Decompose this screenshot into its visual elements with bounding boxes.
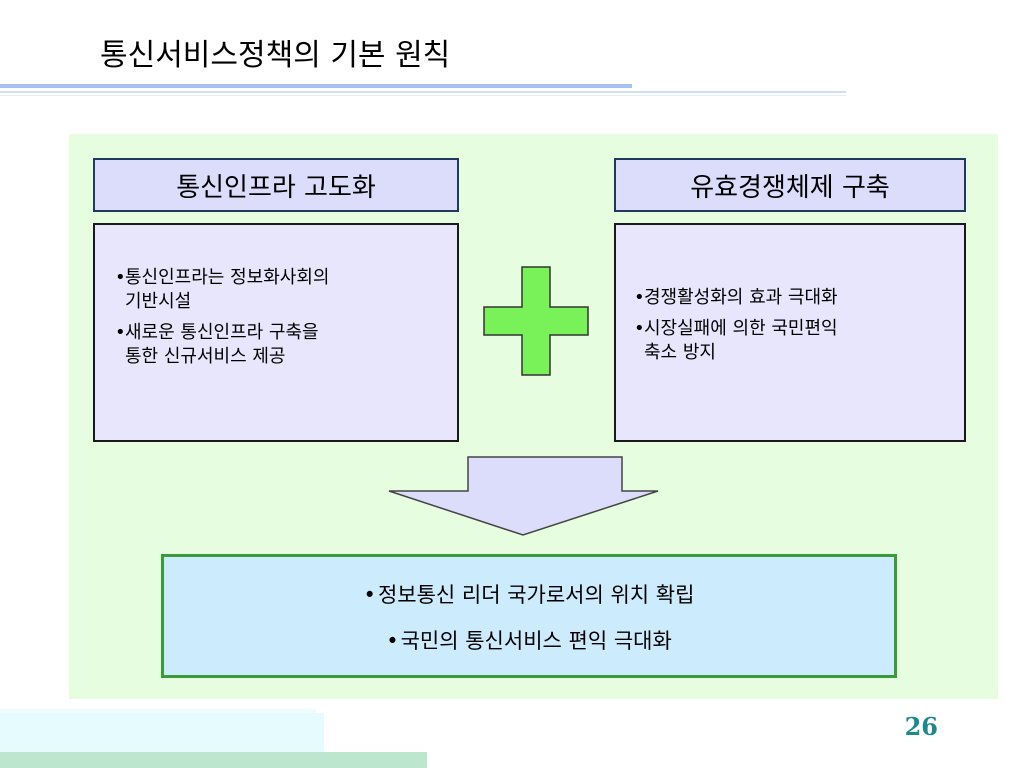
result-bullet-1-text: 정보통신 리더 국가로서의 위치 확립: [377, 583, 695, 607]
footer-band-bottom: [0, 752, 427, 768]
footer-band-middle: [0, 713, 324, 752]
left-heading-box: 통신인프라 고도화: [93, 158, 459, 212]
result-bullet-2: •국민의 통신서비스 편익 극대화: [386, 629, 672, 653]
left-bullet-2-line2: 통한 신규서비스 제공: [125, 346, 286, 367]
right-bullet-2-line1: 시장실패에 의한 국민편익: [644, 318, 838, 339]
left-bullet-1-line2: 기반시설: [125, 291, 192, 312]
page-number: 26: [904, 712, 938, 741]
slide-title: 통신서비스정책의 기본 원칙: [100, 38, 451, 73]
right-heading: 유효경쟁체제 구축: [690, 172, 890, 203]
result-bullet-1: •정보통신 리더 국가로서의 위치 확립: [363, 583, 695, 607]
left-bullet-2: 새로운 통신인프라 구축을 통한 신규서비스 제공: [115, 321, 447, 369]
arrow-down-icon: [388, 456, 659, 536]
left-bullet-2-line1: 새로운 통신인프라 구축을: [125, 322, 319, 343]
footer-band-top: [0, 709, 316, 713]
title-underline-faint: [0, 95, 846, 96]
right-bullet-1: 경쟁활성화의 효과 극대화: [634, 286, 954, 310]
result-bullet-2-text: 국민의 통신서비스 편익 극대화: [400, 629, 672, 653]
right-bullet-2: 시장실패에 의한 국민편익 축소 방지: [634, 317, 954, 365]
left-bullet-1-line1: 통신인프라는 정보화사회의: [125, 267, 330, 288]
right-heading-box: 유효경쟁체제 구축: [614, 158, 966, 212]
right-bullet-1-line1: 경쟁활성화의 효과 극대화: [644, 287, 838, 308]
left-content-box: 통신인프라는 정보화사회의 기반시설 새로운 통신인프라 구축을 통한 신규서비…: [93, 223, 459, 442]
title-underline: [0, 84, 632, 88]
right-bullet-2-line2: 축소 방지: [644, 342, 716, 363]
plus-icon: [483, 266, 589, 376]
title-underline-thin: [0, 91, 846, 93]
left-heading: 통신인프라 고도화: [176, 172, 376, 203]
result-box: •정보통신 리더 국가로서의 위치 확립 •국민의 통신서비스 편익 극대화: [161, 554, 897, 678]
left-bullet-1: 통신인프라는 정보화사회의 기반시설: [115, 266, 447, 314]
right-content-box: 경쟁활성화의 효과 극대화 시장실패에 의한 국민편익 축소 방지: [614, 223, 966, 442]
